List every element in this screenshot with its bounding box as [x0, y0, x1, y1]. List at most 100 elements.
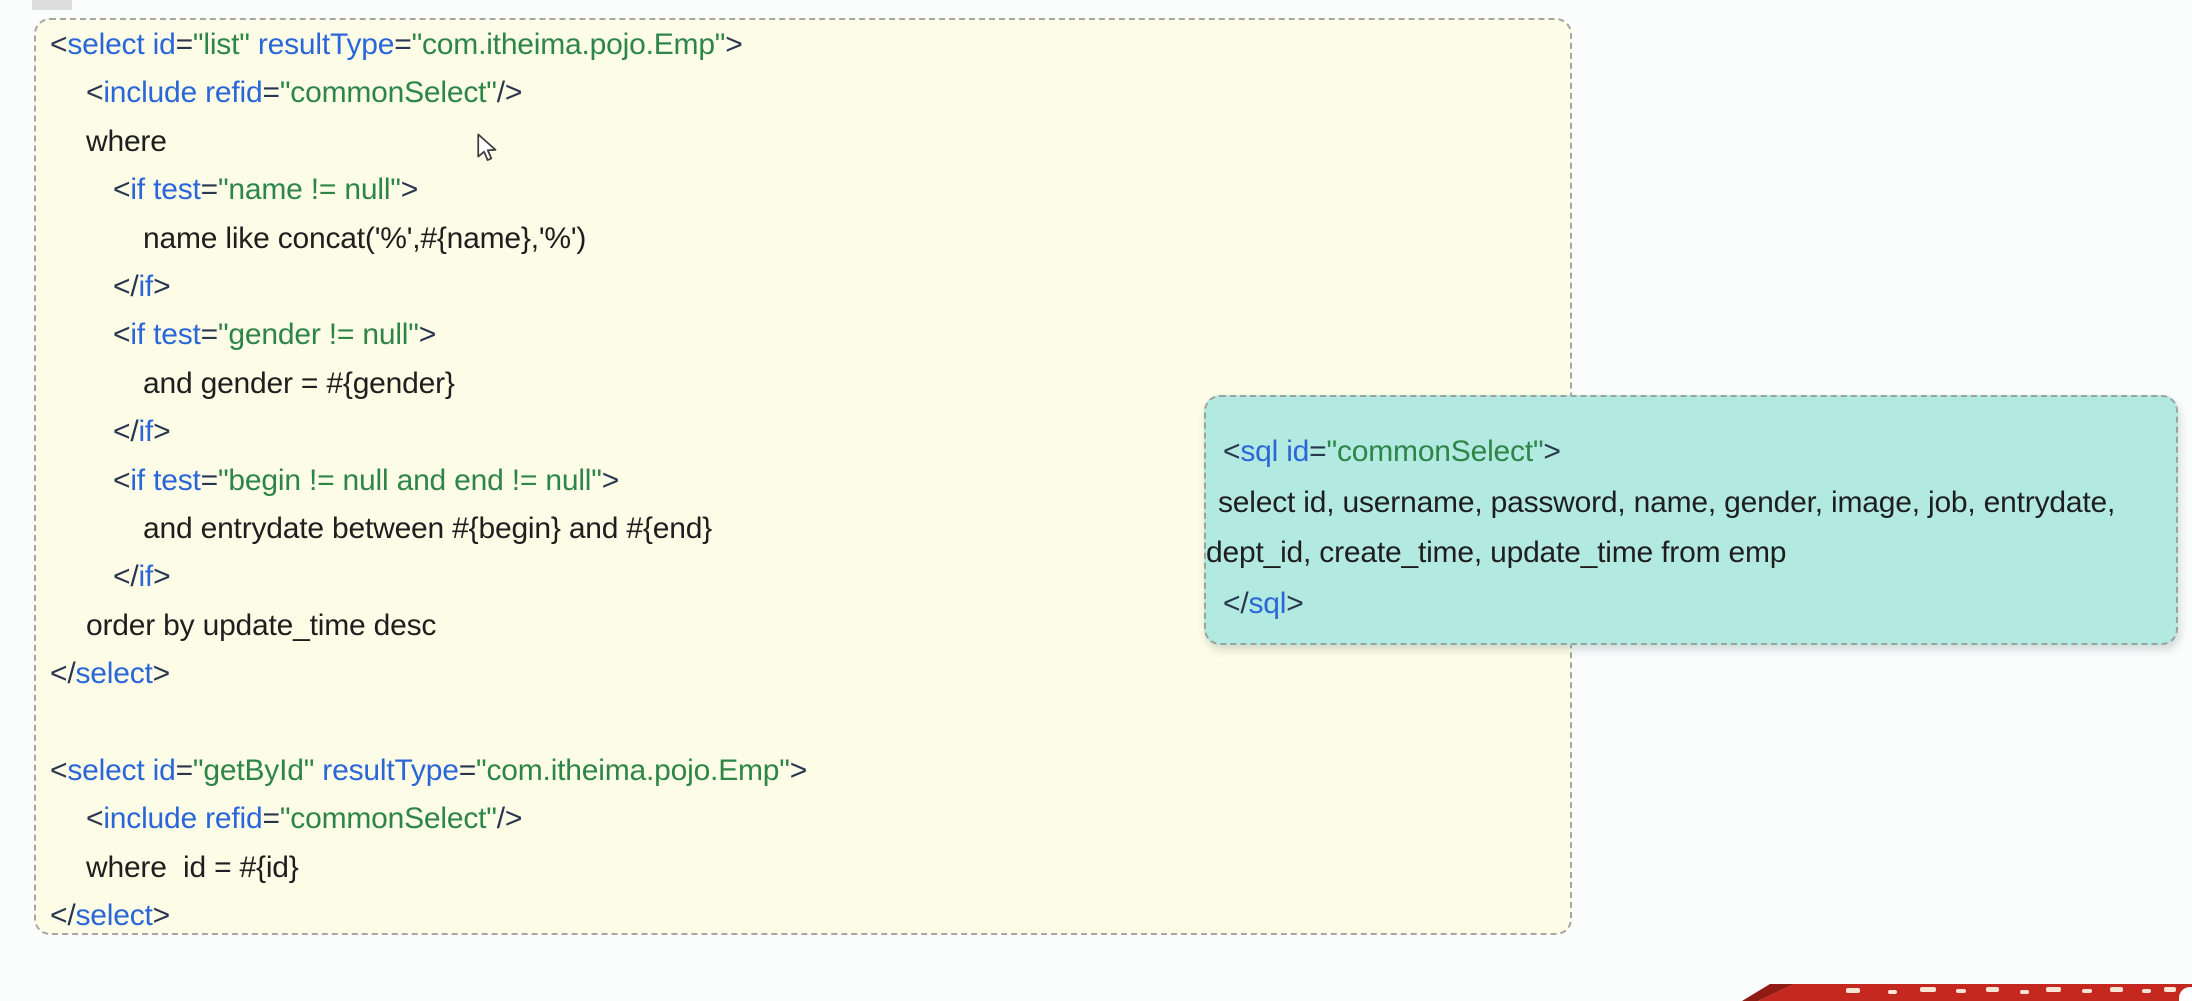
- code-segment: and gender = #{gender}: [143, 366, 455, 400]
- code-segment: if: [138, 415, 154, 449]
- code-segment: >: [152, 899, 171, 933]
- code-segment: if: [138, 269, 154, 303]
- banner-clipped-text-marks: [1846, 987, 2176, 994]
- code-segment: if: [130, 173, 145, 207]
- code-line: select id, username, password, name, gen…: [1206, 478, 2115, 529]
- code-segment: =: [1309, 435, 1327, 468]
- code-segment: select: [67, 28, 145, 61]
- code-segment: [145, 173, 153, 206]
- code-segment: "gender != null": [217, 318, 419, 352]
- code-segment: </: [50, 657, 76, 691]
- code-segment: refid: [205, 76, 263, 110]
- code-line: <if test="begin != null and end != null"…: [50, 457, 807, 505]
- code-segment: [1278, 435, 1286, 468]
- code-segment: =: [458, 753, 477, 787]
- code-line: [50, 698, 807, 746]
- code-segment: =: [175, 28, 194, 61]
- code-segment: >: [153, 560, 171, 594]
- code-segment: >: [725, 28, 743, 61]
- code-segment: id: [152, 753, 176, 787]
- code-segment: [145, 318, 153, 351]
- code-segment: "com.itheima.pojo.Emp": [411, 28, 726, 61]
- code-segment: if: [130, 463, 145, 497]
- code-line: and entrydate between #{begin} and #{end…: [50, 505, 807, 553]
- code-line: <if test="name != null">: [50, 166, 807, 214]
- code-segment: </: [50, 899, 76, 933]
- code-line: </sql>: [1206, 579, 2115, 630]
- code-segment: [145, 464, 153, 497]
- code-segment: =: [262, 76, 281, 110]
- code-segment: </: [113, 269, 139, 303]
- code-segment: >: [153, 269, 171, 303]
- code-segment: =: [200, 318, 219, 352]
- code-segment: =: [394, 28, 412, 61]
- code-segment: select: [75, 657, 153, 691]
- code-segment: "commonSelect": [1326, 435, 1544, 468]
- code-segment: [197, 76, 205, 109]
- code-segment: <: [50, 28, 68, 61]
- code-segment: "name != null": [217, 173, 401, 207]
- code-line: </if>: [50, 408, 807, 456]
- code-segment: </: [113, 560, 139, 594]
- code-segment: sql: [1240, 435, 1279, 468]
- sql-fragment-code: <sql id="commonSelect">select id, userna…: [1206, 427, 2115, 629]
- code-line: where id = #{id}: [50, 844, 807, 892]
- code-segment: id: [1286, 435, 1310, 468]
- code-segment: <: [113, 463, 131, 497]
- code-segment: order by update_time desc: [86, 608, 437, 642]
- code-line: <sql id="commonSelect">: [1206, 427, 2115, 478]
- code-segment: and entrydate between #{begin} and #{end…: [143, 511, 712, 545]
- code-segment: >: [400, 173, 419, 207]
- code-line: </select>: [50, 892, 807, 940]
- cropped-element-top-left: [32, 0, 72, 10]
- code-segment: >: [1286, 586, 1304, 620]
- code-segment: >: [1543, 435, 1561, 468]
- code-segment: <: [1223, 435, 1241, 468]
- code-line: dept_id, create_time, update_time from e…: [1206, 528, 2115, 579]
- code-segment: />: [496, 802, 523, 836]
- code-segment: [145, 28, 153, 61]
- code-segment: <: [86, 76, 104, 110]
- code-line: <if test="gender != null">: [50, 311, 807, 359]
- code-segment: >: [601, 463, 620, 497]
- code-segment: resultType: [257, 28, 395, 61]
- code-segment: id: [152, 28, 176, 61]
- code-segment: dept_id, create_time, update_time from e…: [1206, 536, 1787, 569]
- code-segment: resultType: [322, 753, 459, 787]
- code-segment: where id = #{id}: [86, 850, 299, 884]
- code-segment: <: [113, 173, 131, 207]
- code-line: <select id="list" resultType="com.itheim…: [50, 21, 807, 69]
- red-ribbon-banner: [1742, 984, 2192, 1001]
- code-line: order by update_time desc: [50, 602, 807, 650]
- ribbon-band: [1758, 984, 2192, 1001]
- ribbon-fold: [1742, 984, 1794, 1001]
- code-line: where: [50, 118, 807, 166]
- code-segment: name like concat('%',#{name},'%'): [143, 221, 587, 255]
- code-segment: if: [130, 318, 145, 352]
- code-segment: =: [200, 463, 219, 497]
- code-segment: =: [262, 802, 281, 836]
- code-segment: </: [113, 415, 139, 449]
- code-segment: =: [200, 173, 219, 207]
- code-segment: <: [86, 802, 104, 836]
- code-segment: "com.itheima.pojo.Emp": [476, 753, 790, 787]
- sql-fragment-panel: [1204, 395, 2178, 645]
- code-segment: =: [175, 753, 194, 787]
- code-line: </if>: [50, 263, 807, 311]
- code-segment: select: [67, 753, 145, 787]
- code-line: and gender = #{gender}: [50, 360, 807, 408]
- code-segment: [145, 754, 153, 787]
- code-line: name like concat('%',#{name},'%'): [50, 215, 807, 263]
- code-segment: "commonSelect": [279, 802, 497, 836]
- code-segment: "list": [192, 28, 250, 61]
- code-line: <include refid="commonSelect"/>: [50, 69, 807, 117]
- code-line: <include refid="commonSelect"/>: [50, 795, 807, 843]
- code-segment: >: [153, 415, 171, 449]
- code-segment: include: [103, 802, 197, 836]
- mouse-cursor: [477, 133, 497, 161]
- code-segment: test: [153, 173, 201, 207]
- code-segment: "begin != null and end != null": [217, 463, 602, 497]
- code-segment: [197, 802, 205, 835]
- code-segment: "getById": [192, 753, 315, 787]
- code-segment: select: [75, 899, 153, 933]
